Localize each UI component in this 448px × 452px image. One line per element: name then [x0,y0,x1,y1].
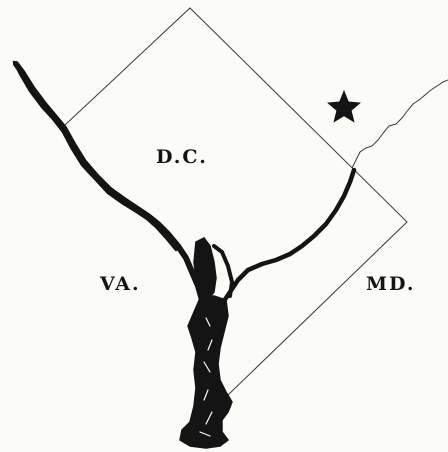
dc-boundary [64,7,408,396]
star-icon [327,90,361,123]
label-md: MD. [366,273,415,295]
lower-potomac [179,295,233,449]
potomac-river-edge [12,60,178,252]
potomac-river [13,61,209,317]
label-dc: D.C. [156,146,208,168]
river-channel-right [212,244,235,298]
river-texture [199,317,213,437]
anacostia-river [219,167,357,307]
river-island [193,237,217,302]
label-va: VA. [99,273,141,295]
md-state-border [351,79,448,169]
